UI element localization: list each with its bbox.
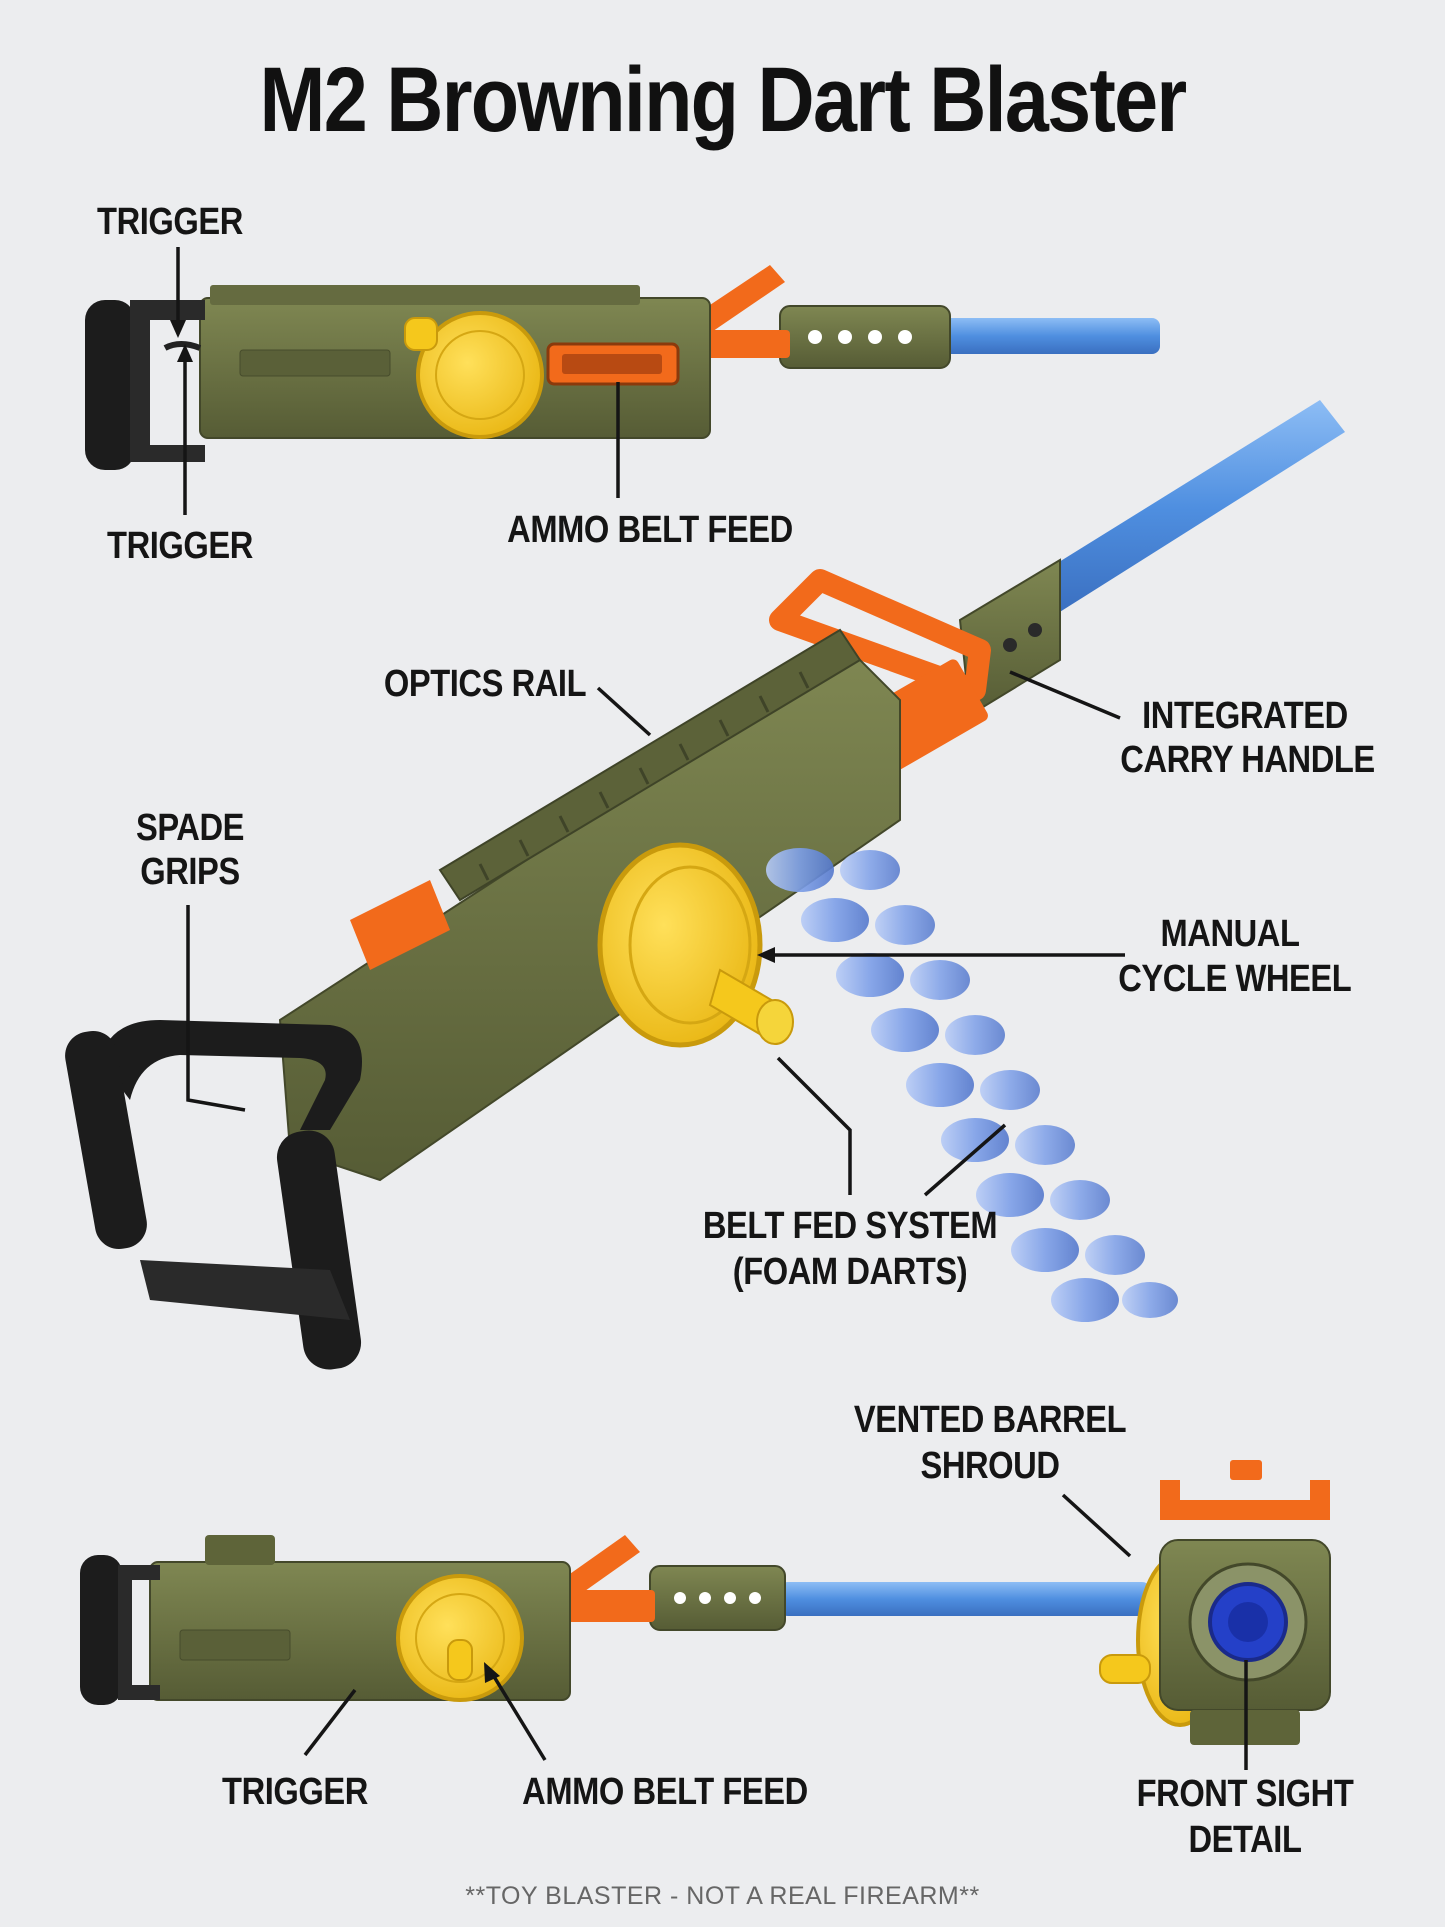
label-carry-handle-line2: CARRY HANDLE <box>1120 739 1375 781</box>
dart-belt <box>766 848 1178 1322</box>
bottom-barrel <box>780 1582 1150 1616</box>
leader-barrel-shroud <box>1061 1493 1132 1558</box>
bottom-barrel-shroud <box>649 1565 786 1631</box>
label-spade-grips-line2: GRIPS <box>140 851 240 893</box>
leader-belt-fed-2 <box>923 1123 1007 1197</box>
leader-carry-handle <box>1009 670 1121 720</box>
top-barrel-shroud <box>779 305 951 369</box>
label-carry-handle-line1: INTEGRATED <box>1142 695 1348 737</box>
leader-bottom-ammo-feed <box>488 1669 547 1761</box>
middle-spade-grips <box>65 1020 362 1370</box>
label-belt-fed-line1: BELT FED SYSTEM <box>702 1205 998 1247</box>
leader-optics-rail <box>596 686 652 737</box>
middle-barrel <box>1030 400 1345 615</box>
top-carry-handle-base <box>705 330 790 358</box>
label-front-sight-line1: FRONT SIGHT <box>1136 1773 1354 1815</box>
label-front-sight-line2: DETAIL <box>1188 1819 1302 1861</box>
middle-rear-sight <box>350 880 450 970</box>
label-spade-grips-line1: SPADE <box>135 807 245 849</box>
bottom-blaster <box>80 1535 1150 1705</box>
label-bottom-ammo-feed: AMMO BELT FEED <box>522 1771 808 1813</box>
top-blaster <box>85 265 1160 470</box>
label-top-trigger-lower: TRIGGER <box>107 525 253 567</box>
label-optics-rail: OPTICS RAIL <box>383 663 587 705</box>
bottom-carry-handle <box>550 1535 640 1603</box>
label-belt-fed-line2: (FOAM DARTS) <box>732 1251 968 1293</box>
middle-optics-rail <box>438 628 862 902</box>
disclaimer-footer: **TOY BLASTER - NOT A REAL FIREARM** <box>465 1882 980 1910</box>
label-top-trigger-upper: TRIGGER <box>97 201 243 243</box>
leader-spade-grips <box>186 905 246 1112</box>
top-spade-grip <box>85 300 135 470</box>
bottom-spade-grip <box>80 1555 122 1705</box>
label-barrel-shroud-line2: SHROUD <box>920 1445 1060 1487</box>
front-carry-handle <box>1160 1480 1330 1520</box>
label-barrel-shroud-line1: VENTED BARREL <box>853 1399 1127 1441</box>
top-barrel <box>940 318 1160 354</box>
leader-lines <box>170 247 1248 1770</box>
leader-belt-fed-1 <box>776 1056 852 1195</box>
label-cycle-wheel-line1: MANUAL <box>1160 913 1300 955</box>
top-trigger <box>163 341 202 351</box>
leader-bottom-trigger <box>303 1688 357 1757</box>
label-bottom-trigger: TRIGGER <box>222 1771 368 1813</box>
middle-blaster <box>65 400 1345 1370</box>
label-cycle-wheel-line2: CYCLE WHEEL <box>1118 958 1352 1000</box>
page-title: M2 Browning Dart Blaster <box>259 49 1188 151</box>
label-top-ammo-feed: AMMO BELT FEED <box>507 509 793 551</box>
middle-carry-handle <box>769 569 991 701</box>
